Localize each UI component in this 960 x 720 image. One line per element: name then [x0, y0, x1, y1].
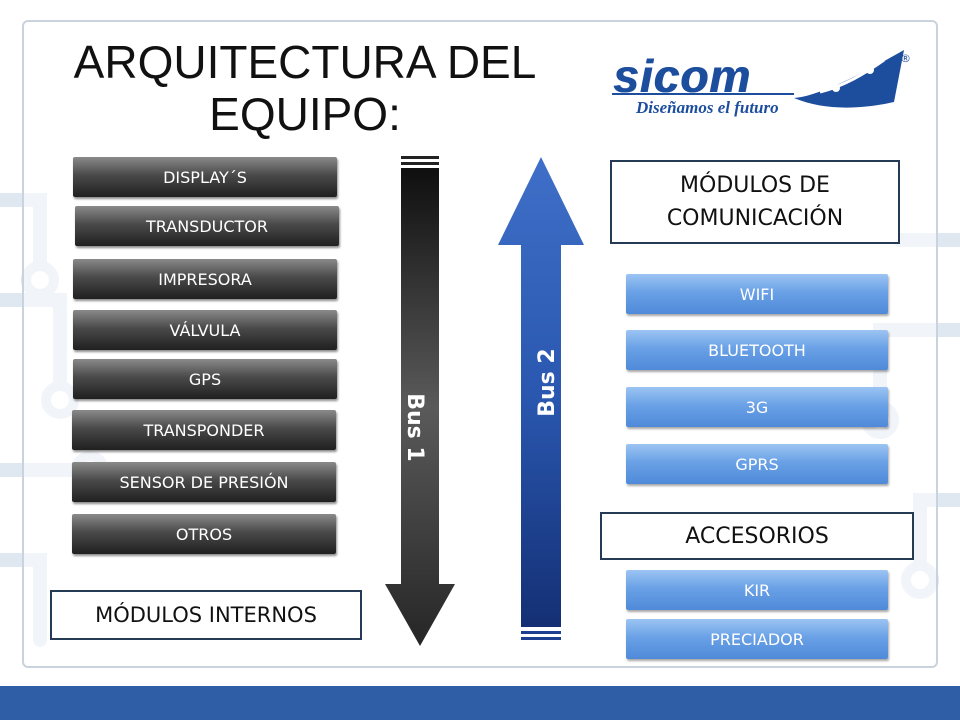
accessory-kir: KIR: [626, 570, 888, 610]
logo-brand-text: sicom: [614, 50, 752, 102]
sicom-logo: sicom Diseñamos el futuro ®: [608, 46, 918, 124]
accessory-preciador: PRECIADOR: [626, 619, 888, 659]
logo-swoosh-icon: [612, 50, 904, 108]
bus2-arrow: [498, 157, 584, 640]
bus1-label: Bus 1: [401, 393, 427, 462]
bus2-label: Bus 2: [534, 348, 560, 417]
accessories-label: ACCESORIOS: [600, 512, 914, 560]
footer-bar: [0, 686, 960, 720]
internal-modules-label: MÓDULOS INTERNOS: [50, 590, 362, 640]
comm-bluetooth: BLUETOOTH: [626, 330, 888, 370]
module-valvula: VÁLVULA: [73, 310, 337, 350]
comm-wifi: WIFI: [626, 274, 888, 314]
comm-3g: 3G: [626, 387, 888, 427]
module-otros: OTROS: [72, 514, 336, 554]
page-title: ARQUITECTURA DEL EQUIPO:: [73, 36, 537, 140]
module-display: DISPLAY´S: [73, 157, 337, 197]
comm-gprs: GPRS: [626, 444, 888, 484]
module-transponder: TRANSPONDER: [72, 410, 336, 450]
bus1-arrow: [385, 156, 455, 646]
communication-modules-label: MÓDULOS DE COMUNICACIÓN: [610, 160, 900, 244]
module-transductor: TRANSDUCTOR: [75, 206, 339, 246]
registered-mark: ®: [900, 52, 911, 65]
module-impresora: IMPRESORA: [73, 259, 337, 299]
module-gps: GPS: [73, 359, 337, 399]
module-sensor-presion: SENSOR DE PRESIÓN: [72, 462, 336, 502]
logo-tagline: Diseñamos el futuro: [636, 98, 779, 117]
